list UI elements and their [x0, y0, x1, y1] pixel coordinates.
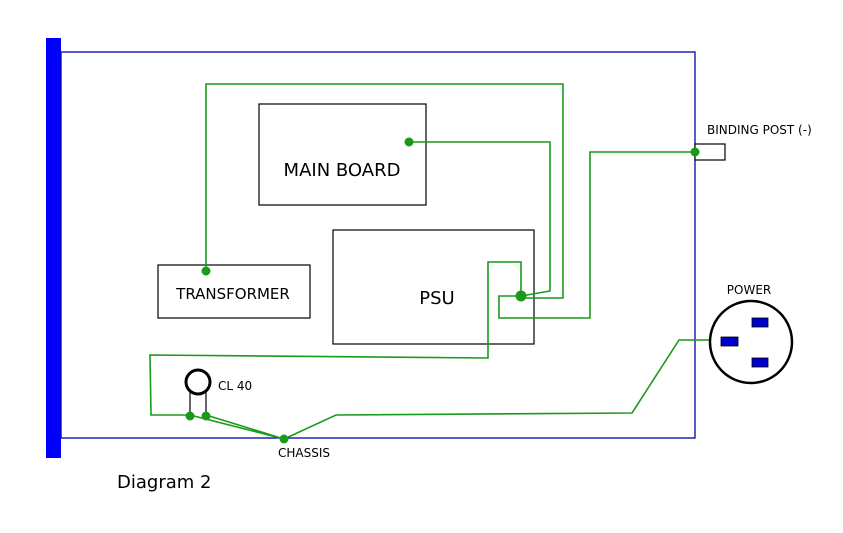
wire-cl40-chassis-b	[205, 414, 285, 440]
wire-psu-cl40	[149, 261, 522, 416]
binding-post-label: BINDING POST (-)	[707, 123, 812, 137]
front-panel	[46, 38, 61, 458]
power-pin-earth	[720, 336, 739, 347]
node-chassis	[279, 434, 289, 444]
power-label: POWER	[727, 283, 771, 297]
wire-mainboard-psu	[409, 141, 551, 297]
transformer-label: TRANSFORMER	[175, 285, 290, 303]
main-board-label: MAIN BOARD	[284, 160, 401, 181]
wire-transformer-psu	[205, 83, 564, 299]
power-pin-bottom	[751, 357, 769, 368]
wire-psu-bindingpost	[498, 151, 695, 319]
wire-chassis-power	[283, 339, 712, 440]
node-transformer	[201, 266, 211, 276]
transformer-box	[157, 264, 311, 319]
node-bindingpost	[690, 147, 700, 157]
power-pin-top	[751, 317, 769, 328]
psu-label: PSU	[419, 288, 454, 309]
diagram-caption: Diagram 2	[117, 472, 211, 493]
cl40-thermistor	[184, 368, 212, 396]
enclosure-outline	[60, 51, 696, 439]
cl40-label: CL 40	[218, 379, 252, 393]
node-psu	[515, 290, 527, 302]
node-cl40-right	[201, 411, 211, 421]
wires	[149, 83, 712, 440]
chassis-label: CHASSIS	[278, 446, 330, 460]
main-board-box	[258, 103, 427, 206]
node-mainboard	[404, 137, 414, 147]
psu-box	[332, 229, 535, 345]
node-cl40-left	[185, 411, 195, 421]
power-inlet	[708, 299, 794, 385]
